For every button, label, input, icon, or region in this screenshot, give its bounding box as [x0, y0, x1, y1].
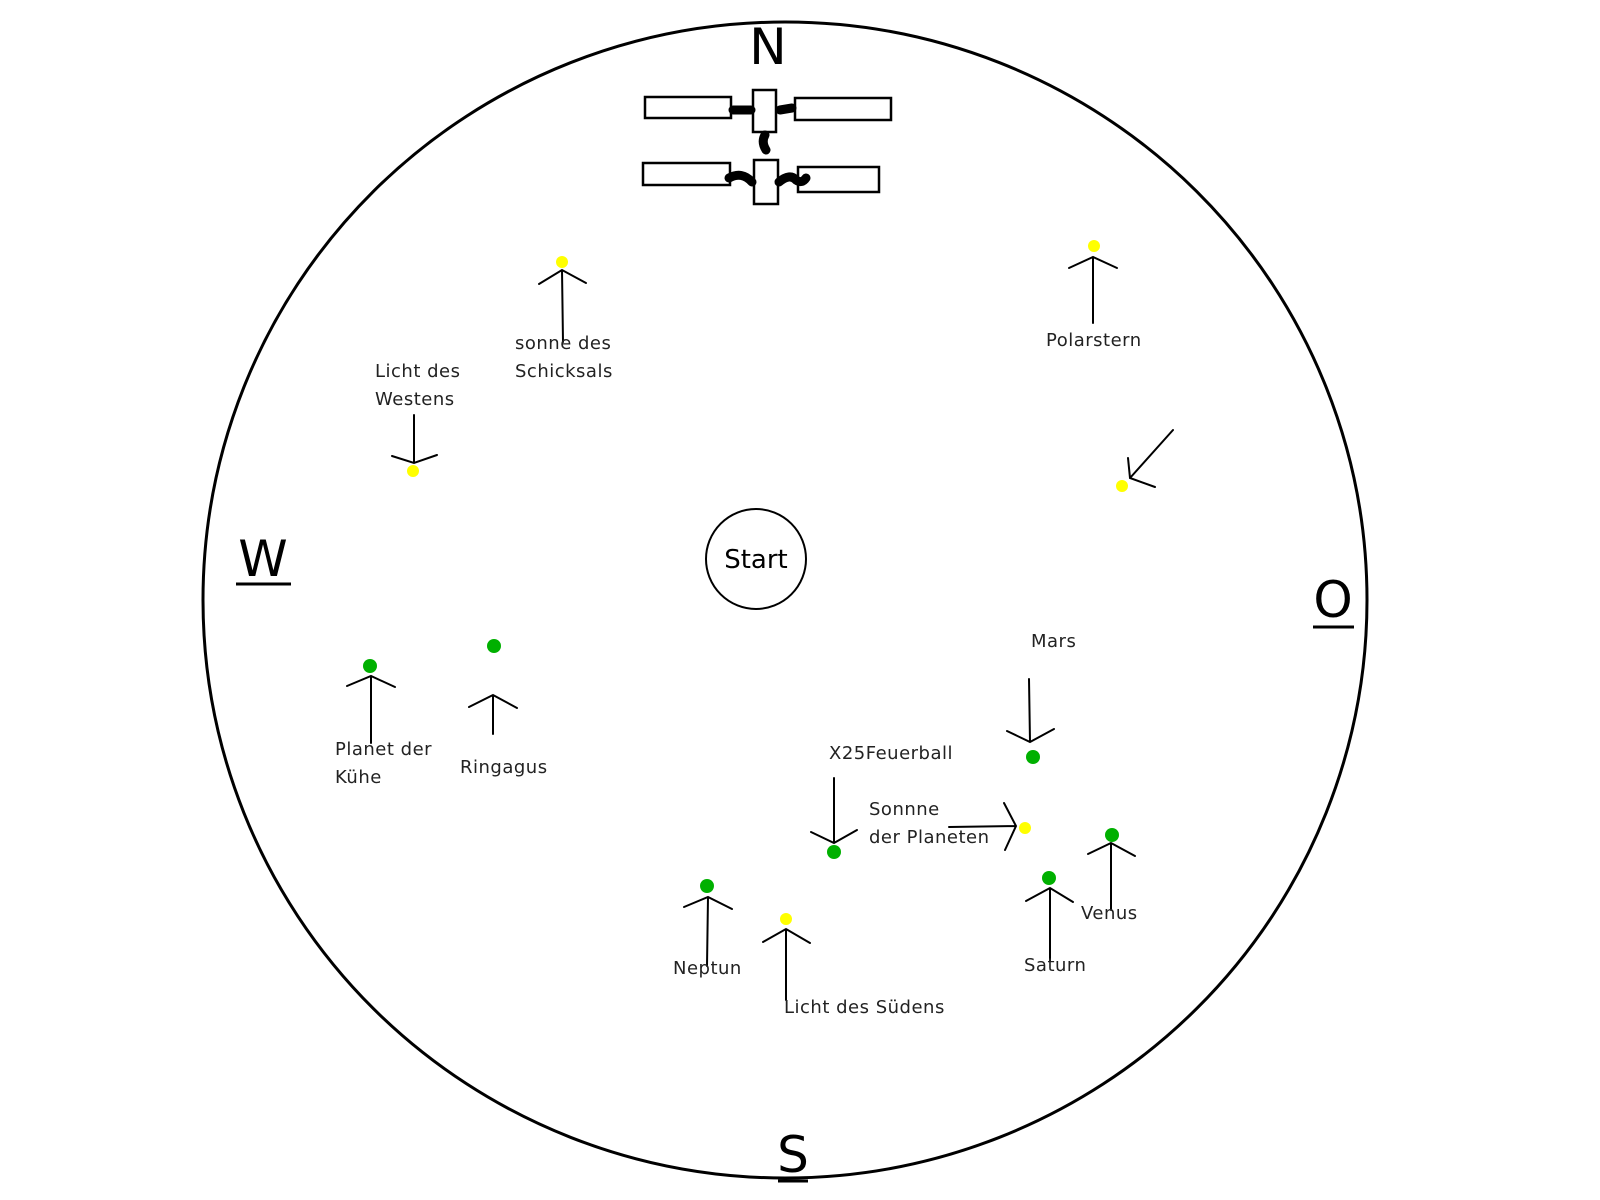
marker-saturn: Saturn — [1024, 871, 1086, 976]
space-station-icon — [641, 88, 893, 206]
star-dot — [1116, 480, 1128, 492]
planet-dot — [1042, 871, 1056, 885]
planet-dot — [1105, 828, 1119, 842]
marker-polarstern: Polarstern — [1046, 240, 1142, 351]
direction-south-label: S — [777, 1126, 809, 1184]
label-saturn: Saturn — [1024, 955, 1086, 976]
label-planet-der-kuehe: Planet der Kühe — [335, 739, 438, 788]
star-dot — [1088, 240, 1100, 252]
marker-x25feuerball: X25Feuerball — [810, 743, 953, 859]
marker-neptun: Neptun — [673, 879, 742, 979]
label-x25feuerball: X25Feuerball — [829, 743, 953, 764]
direction-west-label: W — [238, 530, 287, 588]
direction-west: W — [236, 530, 291, 588]
marker-ringagus: Ringagus — [460, 639, 548, 778]
label-licht-des-westens: Licht des Westens — [375, 361, 467, 410]
marker-unlabeled-star — [1116, 429, 1174, 492]
star-dot — [407, 465, 419, 477]
star-dot — [780, 913, 792, 925]
star-dot — [1019, 822, 1031, 834]
star-dot — [556, 256, 568, 268]
direction-south: S — [777, 1126, 809, 1184]
label-ringagus: Ringagus — [460, 757, 548, 778]
map-boundary-circle — [201, 20, 1369, 1180]
planet-dot — [700, 879, 714, 893]
label-neptun: Neptun — [673, 958, 742, 979]
label-sonne-des-schicksals: sonne des Schicksals — [515, 333, 618, 382]
marker-mars: Mars — [1006, 631, 1076, 764]
marker-sonnne-der-planeten: Sonnne der Planeten — [869, 799, 1031, 851]
label-mars: Mars — [1031, 631, 1076, 652]
planet-dot — [1026, 750, 1040, 764]
marker-licht-des-suedens: Licht des Südens — [762, 913, 945, 1018]
direction-east-label: O — [1313, 571, 1352, 629]
label-polarstern: Polarstern — [1046, 330, 1142, 351]
marker-licht-des-westens: Licht des Westens — [375, 361, 467, 477]
marker-sonne-des-schicksals: sonne des Schicksals — [515, 256, 618, 382]
direction-east: O — [1313, 571, 1354, 629]
start-point: Start — [705, 508, 807, 610]
direction-north: N — [749, 18, 786, 76]
marker-planet-der-kuehe: Planet der Kühe — [335, 659, 438, 788]
marker-venus: Venus — [1081, 828, 1138, 924]
planet-dot — [363, 659, 377, 673]
start-label: Start — [724, 545, 788, 575]
planet-dot — [827, 845, 841, 859]
planet-dot — [487, 639, 501, 653]
label-venus: Venus — [1081, 903, 1138, 924]
label-sonnne-der-planeten: Sonnne der Planeten — [869, 799, 990, 848]
label-licht-des-suedens: Licht des Südens — [784, 997, 945, 1018]
